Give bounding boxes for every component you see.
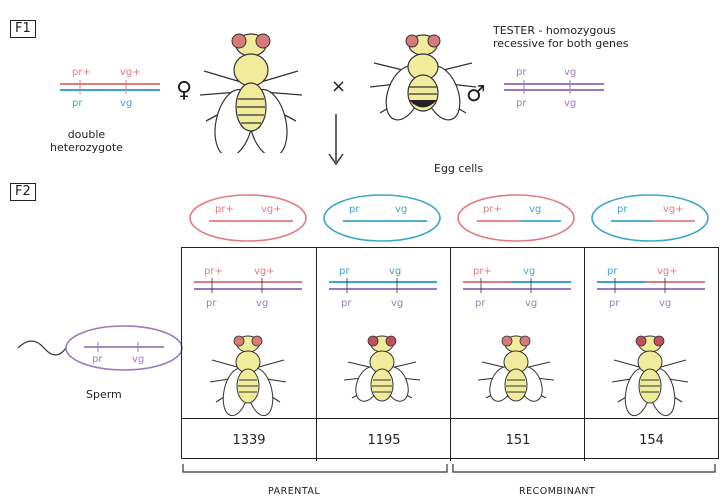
sperm-allele-vg: vg <box>132 354 144 365</box>
allele-vg-plus: vg+ <box>120 67 141 78</box>
egg-allele-vg: vg+ <box>663 204 684 215</box>
offspring-count: 1195 <box>316 418 451 461</box>
egg-cell: pr+ vg <box>458 195 574 241</box>
offspring-count: 151 <box>450 418 585 461</box>
down-arrow-icon <box>326 112 346 168</box>
offspring-fly-icon <box>210 336 286 418</box>
female-fly-icon <box>196 25 306 153</box>
cell-allele-pr: pr <box>609 298 620 309</box>
f1-female-chromosomes: pr+ vg+ pr vg <box>58 62 168 126</box>
cell-allele-pr: pr <box>607 266 618 277</box>
offspring-fly-icon <box>344 336 420 405</box>
cross-symbol: × <box>331 76 346 97</box>
cell-allele-vg: vg+ <box>657 266 678 277</box>
cell-allele-pr: pr <box>341 298 352 309</box>
cell-allele-vg: vg+ <box>254 266 275 277</box>
offspring-fly-icon <box>478 336 554 405</box>
cell-allele-vg: vg <box>389 266 401 277</box>
cell-allele-vg: vg <box>525 298 537 309</box>
cell-allele-pr: pr <box>339 266 350 277</box>
allele-pr: pr <box>72 98 83 109</box>
recombinant-label: RECOMBINANT <box>519 486 595 497</box>
allele-pr: pr <box>516 67 527 78</box>
offspring-count: 1339 <box>182 418 316 461</box>
f2-label: F2 <box>10 183 36 201</box>
egg-allele-vg: vg+ <box>261 204 282 215</box>
egg-cell: pr+ vg+ <box>190 195 306 241</box>
double-het-line1: double <box>50 128 123 141</box>
egg-cell: pr vg <box>324 195 440 241</box>
allele-vg: vg <box>564 67 576 78</box>
egg-cells-label: Egg cells <box>434 162 483 175</box>
allele-pr-plus: pr+ <box>72 67 91 78</box>
sperm-label: Sperm <box>86 388 122 401</box>
egg-allele-vg: vg <box>529 204 541 215</box>
cell-allele-vg: vg <box>391 298 403 309</box>
egg-allele-pr: pr+ <box>215 204 234 215</box>
male-fly-icon <box>368 25 478 125</box>
f1-label: F1 <box>10 20 36 38</box>
sperm-cell: pr vg <box>14 318 184 378</box>
parental-label: PARENTAL <box>268 486 320 497</box>
cell-allele-pr: pr+ <box>204 266 223 277</box>
male-symbol: ♂ <box>466 82 486 107</box>
allele-vg: vg <box>120 98 132 109</box>
tester-line1: TESTER - homozygous <box>493 24 629 37</box>
cell-allele-pr: pr <box>475 298 486 309</box>
egg-cells-row: pr+ vg+ pr vg pr+ vg pr vg+ <box>181 190 719 246</box>
group-brackets <box>181 462 719 478</box>
tester-line2: recessive for both genes <box>493 37 629 50</box>
allele-vg: vg <box>564 98 576 109</box>
cell-allele-pr: pr <box>206 298 217 309</box>
cell-allele-pr: pr+ <box>473 266 492 277</box>
double-het-caption: double heterozygote <box>50 128 123 154</box>
offspring-fly-icon <box>612 336 688 418</box>
offspring-count: 154 <box>584 418 718 461</box>
double-het-line2: heterozygote <box>50 141 123 154</box>
tester-caption: TESTER - homozygous recessive for both g… <box>493 24 629 50</box>
cell-allele-vg: vg <box>256 298 268 309</box>
cell-allele-vg: vg <box>659 298 671 309</box>
egg-cell: pr vg+ <box>592 195 708 241</box>
egg-allele-pr: pr <box>617 204 628 215</box>
egg-allele-vg: vg <box>395 204 407 215</box>
female-symbol: ♀ <box>176 78 192 103</box>
cell-allele-vg: vg <box>523 266 535 277</box>
allele-pr: pr <box>516 98 527 109</box>
egg-allele-pr: pr+ <box>483 204 502 215</box>
tester-chromosomes: pr vg pr vg <box>500 62 610 126</box>
egg-allele-pr: pr <box>349 204 360 215</box>
sperm-allele-pr: pr <box>92 354 103 365</box>
offspring-flies <box>181 330 719 420</box>
